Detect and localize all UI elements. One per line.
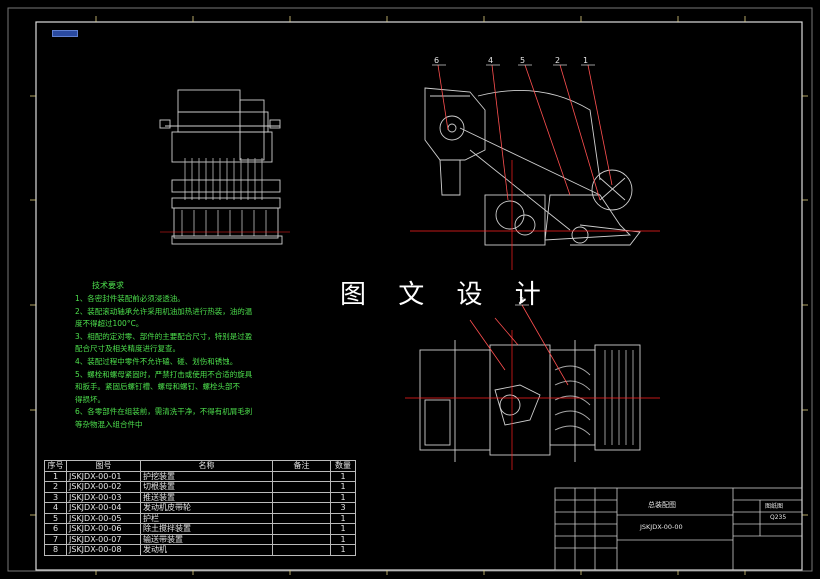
bom-cell: JSKJDX-00-01	[66, 470, 141, 482]
bom-cell: 切根装置	[140, 481, 273, 493]
front-view	[159, 89, 290, 245]
bom-cell: 1	[330, 470, 356, 482]
bom-cell: 4	[44, 502, 67, 514]
callout-leaders	[437, 64, 613, 386]
callout-2: 2	[555, 56, 561, 65]
tech-note: 度不得超过100°C。	[75, 319, 144, 329]
table-row: 5 JSKJDX-00-05 护栏 1	[44, 512, 356, 524]
table-row: 7 JSKJDX-00-07 输送带装置 1	[44, 533, 356, 545]
bom-cell	[272, 470, 331, 482]
callout-underlines	[432, 64, 595, 306]
tech-note: 1、各密封件装配前必须浸透油。	[75, 294, 185, 303]
bom-cell: 6	[44, 523, 67, 535]
bom-cell: 1	[330, 481, 356, 493]
material: Q235	[770, 514, 787, 521]
bom-cell: 8	[44, 544, 67, 556]
side-view	[424, 87, 641, 246]
tech-note: 和扳手。紧固后螺钉槽、螺母和螺钉、螺栓头部不	[75, 382, 240, 392]
bom-cell: 2	[44, 481, 67, 493]
tech-note: 3、相配的定对零、部件的主要配合尺寸，特别是过盈	[75, 331, 253, 341]
bom-cell: 1	[330, 523, 356, 535]
bom-cell: 护栏	[140, 512, 273, 524]
bom-cell: 1	[330, 491, 356, 503]
title-block	[554, 487, 803, 571]
tech-requirements-list: 1、各密封件装配前必须浸透油。 2、装配滚动轴承允许采用机油加热进行热装，油的温…	[75, 293, 285, 432]
bom-table: 序号 图号 名称 备注 数量 1 JSKJDX-00-01 护挖装置 1 2 J…	[44, 460, 356, 556]
tech-note: 得损坏。	[75, 394, 105, 404]
bom-cell	[272, 491, 331, 503]
watermark-text: 图 文 设 计	[340, 280, 553, 310]
tech-note: 4、装配过程中零件不允许磕、碰、划伤和锈蚀。	[75, 356, 238, 366]
tech-requirements-title: 技术要求	[92, 281, 124, 290]
bom-cell: 1	[330, 544, 356, 556]
bom-cell: 发动机皮带轮	[140, 502, 273, 514]
bom-cell: 护挖装置	[140, 470, 273, 482]
table-row: 6 JSKJDX-00-06 除土搅拌装置 1	[44, 523, 356, 535]
drawing-name: 总装配图	[648, 501, 676, 509]
bom-cell: JSKJDX-00-07	[66, 533, 141, 545]
plan-view	[419, 340, 641, 462]
bom-cell: 5	[44, 512, 67, 524]
bom-cell: JSKJDX-00-04	[66, 502, 141, 514]
bom-cell	[272, 544, 331, 556]
drawing-number: JSKJDX-00-00	[640, 523, 683, 531]
bom-cell: 7	[44, 533, 67, 545]
callout-1: 1	[583, 56, 589, 65]
table-row: 1 JSKJDX-00-01 护挖装置 1	[44, 470, 356, 482]
table-row: 8 JSKJDX-00-08 发动机 1	[44, 544, 356, 556]
bom-cell: JSKJDX-00-06	[66, 523, 141, 535]
bom-cell: JSKJDX-00-03	[66, 491, 141, 503]
bom-cell: 输送带装置	[140, 533, 273, 545]
bom-header-note: 备注	[272, 460, 331, 472]
bom-cell	[272, 523, 331, 535]
bom-header-code: 图号	[66, 460, 141, 472]
tech-note: 6、各零部件在组装前，需清洗干净，不得有机屑毛刺	[75, 407, 253, 417]
bom-cell	[272, 481, 331, 493]
frame-ruler-ticks	[30, 16, 808, 575]
bom-cell: 1	[330, 512, 356, 524]
callout-5: 5	[520, 56, 526, 65]
tech-note: 5、螺栓和螺母紧固时，严禁打击或使用不合适的旋具	[75, 369, 253, 379]
layer-tab[interactable]	[52, 30, 78, 37]
bom-header-index: 序号	[44, 460, 67, 472]
bom-cell	[272, 533, 331, 545]
table-row: 2 JSKJDX-00-02 切根装置 1	[44, 481, 356, 493]
outer-border	[7, 7, 813, 572]
tech-note: 配合尺寸及相关精度进行复查。	[75, 344, 180, 354]
table-row: 4 JSKJDX-00-04 发动机皮带轮 3	[44, 502, 356, 514]
bom-cell: JSKJDX-00-02	[66, 481, 141, 493]
callout-6: 6	[434, 56, 440, 65]
bom-header-row: 序号 图号 名称 备注 数量	[44, 460, 356, 472]
bom-header-qty: 数量	[330, 460, 356, 472]
tech-note: 2、装配滚动轴承允许采用机油加热进行热装，油的温	[75, 306, 253, 316]
bom-cell: 1	[330, 533, 356, 545]
table-row: 3 JSKJDX-00-03 推送装置 1	[44, 491, 356, 503]
bom-cell: JSKJDX-00-05	[66, 512, 141, 524]
bom-header-name: 名称	[140, 460, 273, 472]
bom-cell: 1	[44, 470, 67, 482]
sheet-label: 图纸图	[765, 503, 784, 510]
bom-cell: 3	[330, 502, 356, 514]
bom-cell	[272, 512, 331, 524]
bom-cell	[272, 502, 331, 514]
drawing-frame	[35, 21, 803, 571]
callout-4: 4	[488, 56, 494, 65]
bom-cell: 除土搅拌装置	[140, 523, 273, 535]
callout-3: 3	[519, 296, 525, 305]
tech-note: 等杂物混入组合件中	[75, 419, 143, 429]
bom-cell: 推送装置	[140, 491, 273, 503]
bom-cell: 3	[44, 491, 67, 503]
bom-cell: 发动机	[140, 544, 273, 556]
bom-cell: JSKJDX-00-08	[66, 544, 141, 556]
